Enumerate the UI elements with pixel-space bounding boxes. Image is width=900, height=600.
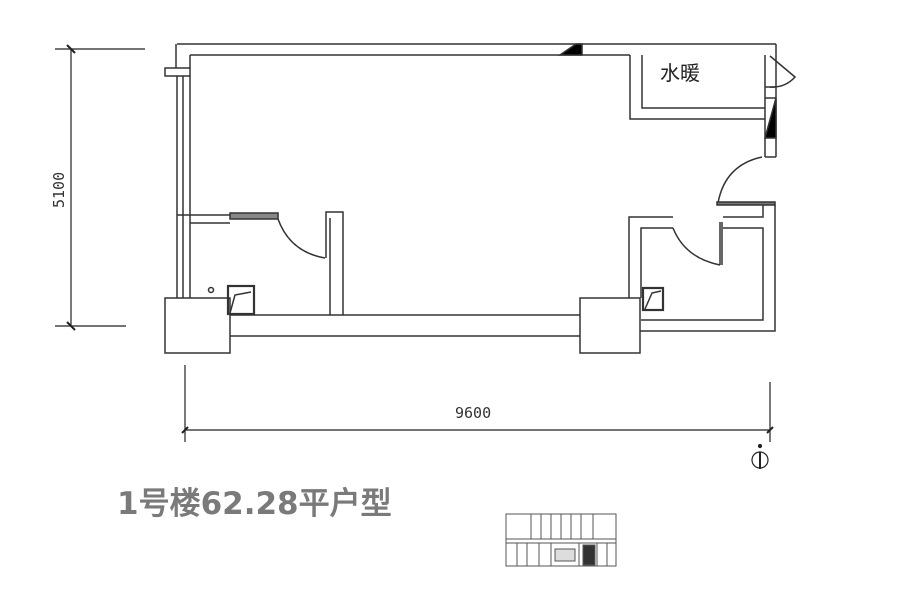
entrance-door-swing	[717, 156, 763, 204]
water-heating-room	[629, 44, 777, 158]
dimension-width-label: 9600	[455, 404, 491, 422]
entrance-door-leaf	[716, 201, 776, 206]
dimension-width	[181, 365, 774, 442]
window-wedge	[764, 97, 777, 139]
column-right	[579, 297, 641, 354]
exterior-wall-bottom	[230, 314, 580, 337]
keyplan-thumbnail	[505, 513, 617, 567]
left-bathroom	[177, 211, 344, 316]
room-label-water-heating: 水暖	[660, 61, 700, 85]
door-swing-small	[769, 55, 797, 88]
top-window	[557, 43, 583, 56]
column-left	[164, 297, 231, 354]
exterior-wall-top	[175, 43, 776, 68]
plan-title: 1号楼62.28平户型	[117, 486, 392, 522]
dimension-height	[55, 44, 145, 331]
dimension-height-label: 5100	[50, 172, 68, 208]
wall-stub	[164, 67, 191, 77]
north-arrow-icon	[751, 443, 769, 469]
right-bathroom	[628, 205, 776, 332]
left-window-wall	[176, 76, 191, 298]
